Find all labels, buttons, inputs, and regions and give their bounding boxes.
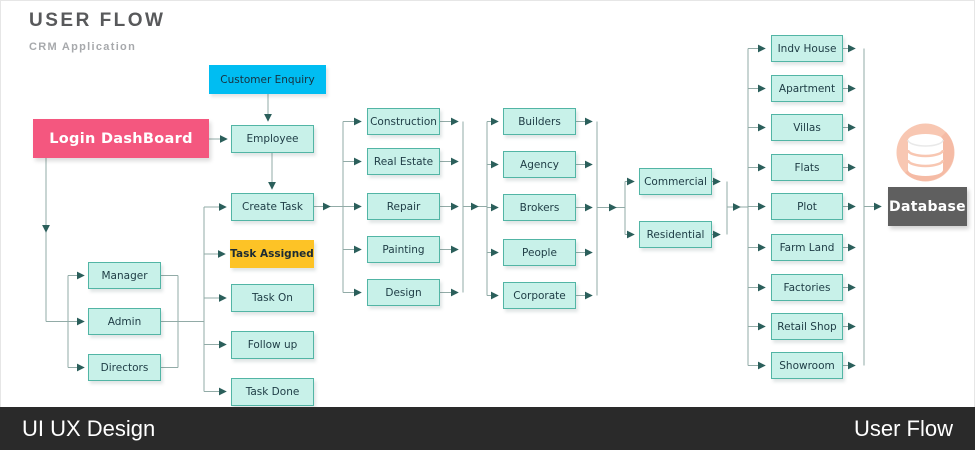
node-agency: Agency [503, 151, 576, 178]
node-retail-shop: Retail Shop [771, 313, 843, 340]
node-people: People [503, 239, 576, 266]
node-construction: Construction [367, 108, 440, 135]
node-directors: Directors [88, 354, 161, 381]
node-create-task: Create Task [231, 193, 314, 221]
node-database: Database [888, 187, 967, 226]
footer-right-label: User Flow [853, 415, 953, 441]
page-title: USER FLOW [29, 10, 166, 31]
node-farm-land: Farm Land [771, 234, 843, 261]
node-follow-up: Follow up [231, 331, 314, 359]
node-task-done: Task Done [231, 378, 314, 406]
node-design: Design [367, 279, 440, 306]
database-icon [896, 123, 955, 182]
node-task-assigned: Task Assigned [230, 240, 314, 268]
node-task-on: Task On [231, 284, 314, 312]
header: USER FLOW CRM Application [29, 10, 166, 53]
page-subtitle: CRM Application [29, 41, 137, 53]
footer-left-label: UI UX Design [22, 415, 156, 441]
node-plot: Plot [771, 193, 843, 220]
node-customer-enquiry: Customer Enquiry [209, 65, 326, 94]
node-painting: Painting [367, 236, 440, 263]
node-admin: Admin [88, 308, 161, 335]
connector-lines [45, 48, 865, 392]
node-brokers: Brokers [503, 194, 576, 221]
connector-arrows [42, 44, 882, 396]
node-repair: Repair [367, 193, 440, 220]
node-manager: Manager [88, 262, 161, 289]
node-indv-house: Indv House [771, 35, 843, 62]
footer-bar: UI UX Design User Flow [0, 407, 975, 450]
node-residential: Residential [639, 221, 712, 248]
node-commercial: Commercial [639, 168, 712, 195]
node-builders: Builders [503, 108, 576, 135]
node-factories: Factories [771, 274, 843, 301]
node-showroom: Showroom [771, 352, 843, 379]
node-apartment: Apartment [771, 75, 843, 102]
node-employee: Employee [231, 125, 314, 153]
node-villas: Villas [771, 114, 843, 141]
node-real-estate: Real Estate [367, 148, 440, 175]
node-login-dashboard: Login DashBoard [33, 119, 209, 158]
node-flats: Flats [771, 154, 843, 181]
node-corporate: Corporate [503, 282, 576, 309]
